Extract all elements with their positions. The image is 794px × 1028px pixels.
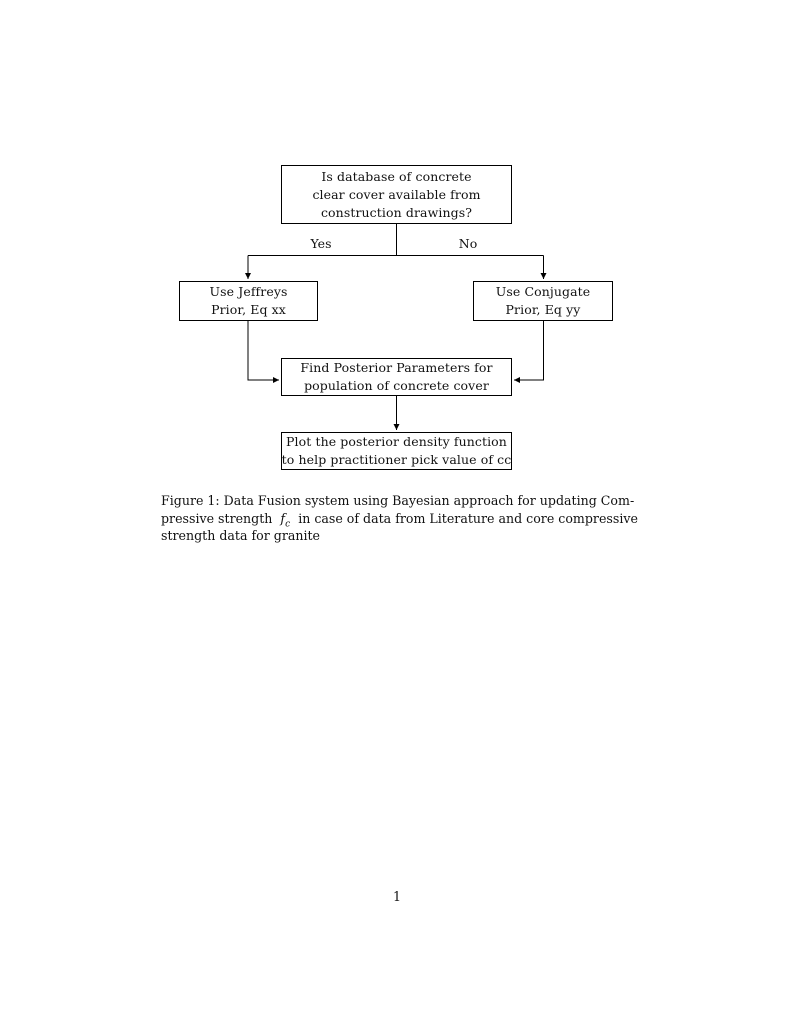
flow-node-question[interactable]: Is database of concrete clear cover avai…	[281, 165, 512, 224]
caption-line-2-before: pressive strength	[161, 510, 273, 526]
edge-conjugate-to-posterior	[514, 321, 544, 383]
caption-line-1: Figure 1: Data Fusion system using Bayes…	[161, 493, 635, 508]
flow-node-question-line-2: clear cover available from	[312, 186, 481, 202]
flow-node-plot-density[interactable]: Plot the posterior density function to h…	[281, 432, 512, 470]
flow-node-jeffreys-prior[interactable]: Use Jeffreys Prior, Eq xx	[179, 281, 318, 321]
flow-node-jeffreys-line-2: Prior, Eq xx	[211, 302, 286, 317]
caption-line-3: strength data for granite	[161, 528, 320, 543]
flow-node-conjugate-prior[interactable]: Use Conjugate Prior, Eq yy	[473, 281, 613, 321]
flow-node-posterior-parameters[interactable]: Find Posterior Parameters for population…	[281, 358, 512, 396]
edge-label-no: No	[458, 236, 478, 251]
flow-node-posterior-line-2: population of concrete cover	[304, 378, 489, 393]
flow-node-plot-line-2: to help practitioner pick value of cc	[281, 452, 512, 467]
flow-node-plot-line-1: Plot the posterior density function	[286, 434, 507, 449]
figure-caption: Figure 1: Data Fusion system using Bayes…	[161, 492, 638, 545]
edge-jeffreys-to-posterior	[247, 321, 279, 383]
caption-math-fc-base: f	[280, 510, 286, 526]
flow-node-question-line-3: construction drawings?	[320, 204, 473, 220]
flowchart-connectors	[245, 224, 547, 430]
flow-node-conjugate-line-1: Use Conjugate	[495, 284, 591, 299]
figure-flowchart: Is database of concrete clear cover avai…	[0, 0, 794, 490]
flow-node-question-line-1: Is database of concrete	[321, 168, 472, 184]
caption-line-2-after: in case of data from Literature and core…	[298, 510, 638, 526]
flow-node-conjugate-line-2: Prior, Eq yy	[505, 302, 581, 317]
caption-math-fc-sub: c	[285, 519, 291, 530]
flow-node-jeffreys-line-1: Use Jeffreys	[209, 284, 288, 299]
flow-node-posterior-line-1: Find Posterior Parameters for	[300, 360, 493, 375]
caption-line-2: pressive strength fc in case of data fro…	[161, 510, 638, 530]
page-number: 1	[392, 889, 401, 904]
edge-label-yes: Yes	[310, 236, 332, 251]
